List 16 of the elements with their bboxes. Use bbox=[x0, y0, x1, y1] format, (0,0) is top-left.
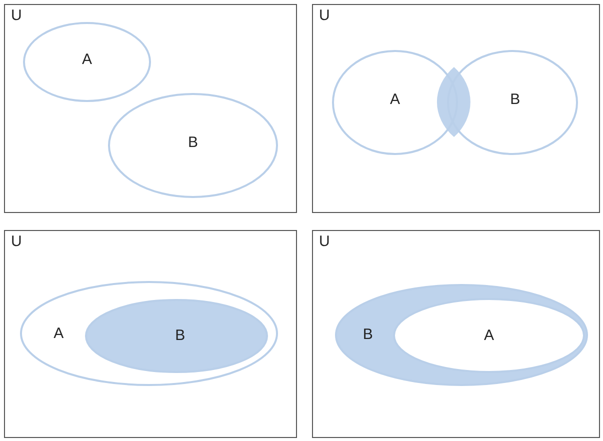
set-label: B bbox=[510, 92, 520, 108]
set-label: B bbox=[362, 327, 373, 343]
universe-label: U bbox=[319, 234, 330, 250]
universe-label: U bbox=[319, 8, 330, 24]
universe-label: U bbox=[11, 234, 22, 250]
universe-box bbox=[312, 230, 600, 438]
set-label: B bbox=[188, 135, 198, 152]
set-label: A bbox=[390, 92, 400, 108]
set-label: A bbox=[484, 328, 494, 344]
set-label: B bbox=[175, 328, 186, 344]
set-label: A bbox=[82, 52, 92, 68]
universe-box bbox=[4, 230, 297, 438]
universe-box bbox=[312, 4, 600, 213]
set-label: A bbox=[54, 326, 64, 342]
universe-box bbox=[4, 4, 297, 213]
universe-label: U bbox=[11, 8, 22, 24]
